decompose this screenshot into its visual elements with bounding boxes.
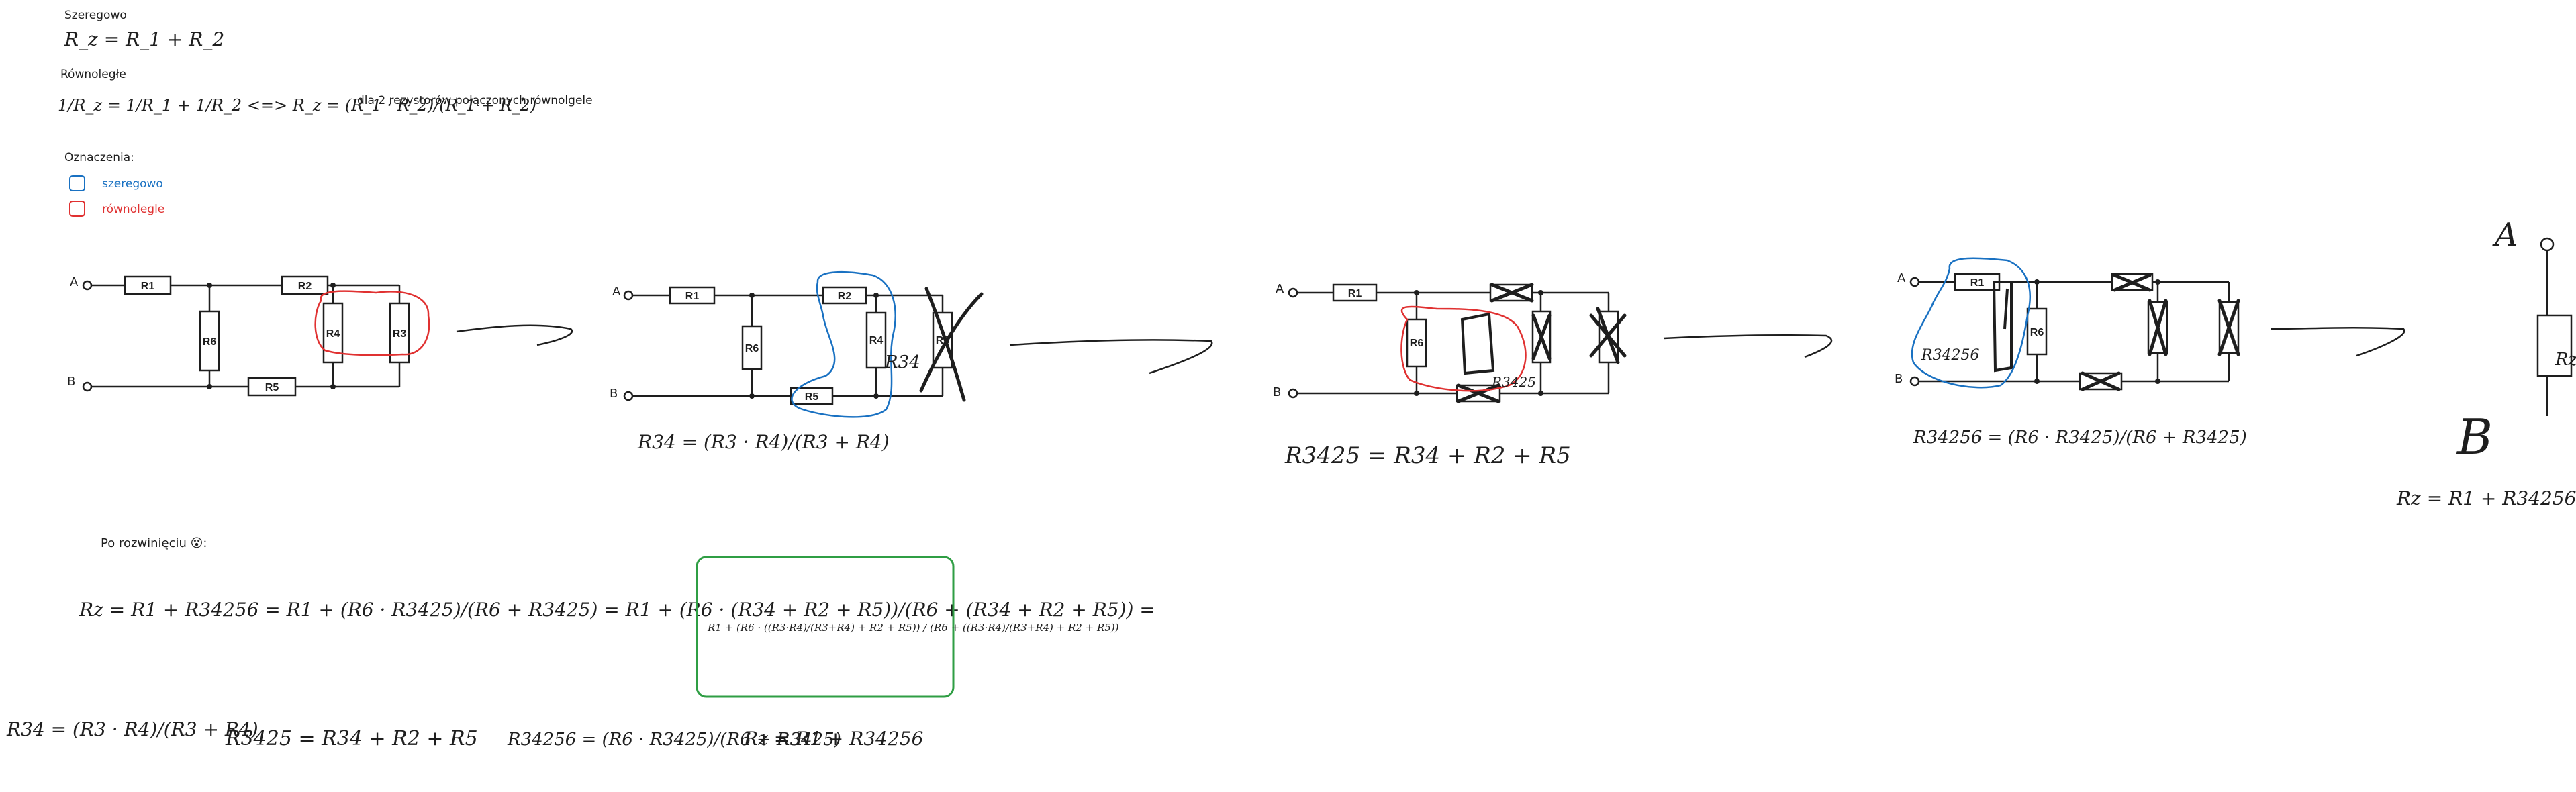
merged-resistor-r34256 (1992, 281, 2013, 373)
summary-r34256: R34256 = (R6 · R3425)/(R6 + R3425) (507, 730, 841, 750)
resistor-r5 (247, 377, 297, 397)
svg-text:R1: R1 (141, 281, 155, 292)
svg-text:R2: R2 (298, 281, 312, 292)
svg-text:B: B (610, 387, 618, 401)
svg-text:R2: R2 (838, 291, 852, 302)
step2-formula: R34 = (R3 · R4)/(R3 + R4) (637, 431, 890, 453)
terminal-b (82, 381, 93, 392)
svg-text:R34: R34 (884, 352, 920, 373)
result-box (696, 556, 955, 698)
parallel-note: dla 2 rezystorów połączonych równolgele (357, 94, 593, 107)
legend-title: Oznaczenia: (64, 151, 134, 164)
expansion-title: Po rozwinięciu 😵: (101, 536, 207, 550)
parallel-title: Równoległe (60, 68, 126, 81)
arrow-4 (2270, 326, 2405, 357)
resistor-r6 (199, 310, 220, 372)
svg-text:R6: R6 (2030, 327, 2044, 338)
series-title: Szeregowo (64, 9, 127, 22)
svg-text:R1: R1 (685, 291, 700, 302)
svg-text:A: A (2492, 216, 2518, 254)
series-mark-step4 (1911, 257, 2031, 389)
resistor-r2 (281, 275, 329, 295)
parallel-mark-r3-r4 (314, 290, 430, 356)
svg-text:B: B (1895, 372, 1903, 386)
legend-swatch-blue (69, 175, 85, 191)
summary-rz: Rz = R1 + R34256 (743, 728, 923, 750)
expansion-block: Po rozwinięciu 😵: Rz = R1 + R34256 = R1 … (79, 536, 1155, 698)
arrow-2 (1009, 339, 1213, 375)
summary-r3425: R3425 = R34 + R2 + R5 (225, 727, 478, 750)
parallel-formula: 1/R_z = 1/R_1 + 1/R_2 <=> R_z = (R_1 · R… (58, 96, 536, 115)
circuit-original[interactable]: A B R1 R2 R5 R6 R4 R3 (67, 275, 430, 397)
arrow-1 (456, 324, 573, 346)
terminal-a (82, 280, 93, 291)
svg-text:Rz: Rz (2555, 350, 2576, 370)
parallel-mark-step3 (1400, 305, 1527, 392)
notes-block: Szeregowo R_z = R_1 + R_2 Równoległe 1/R… (58, 9, 593, 217)
svg-text:A: A (1897, 271, 1906, 285)
svg-text:R4: R4 (869, 335, 884, 346)
arrow-3 (1663, 334, 1832, 358)
circuit-step3[interactable]: A B R1 R6 R3425 R3425 = R34 + R2 + R5 (1273, 282, 1627, 469)
series-mark-step2 (791, 270, 896, 418)
svg-text:R1: R1 (1348, 288, 1362, 299)
svg-text:R34256: R34256 (1921, 347, 1980, 364)
svg-text:R3425: R3425 (1491, 374, 1536, 390)
boxed-result: R1 + (R6 · ((R3·R4)/(R3+R4) + R2 + R5)) … (707, 622, 1119, 634)
svg-text:R5: R5 (265, 382, 279, 393)
svg-text:R6: R6 (1410, 338, 1424, 349)
terminal-a-label: A (70, 275, 79, 289)
svg-text:A: A (1276, 282, 1284, 296)
summary-r34: R34 = (R3 · R4)/(R3 + R4) (6, 718, 258, 740)
svg-text:R5: R5 (805, 391, 819, 403)
svg-text:R6: R6 (203, 336, 217, 348)
expansion-chain: Rz = R1 + R34256 = R1 + (R6 · R3425)/(R6… (79, 599, 1155, 621)
svg-text:R1: R1 (1970, 277, 1985, 289)
resistor-r3 (389, 302, 410, 364)
svg-text:B: B (1273, 385, 1281, 399)
terminal-b-label: B (67, 375, 75, 389)
circuit-final[interactable]: A Rz B Rz = R1 + R34256 (2396, 216, 2576, 509)
step3-formula: R3425 = R34 + R2 + R5 (1284, 442, 1571, 469)
legend-label-series: szeregowo (102, 177, 163, 191)
merged-resistor-r3425 (1460, 312, 1495, 375)
svg-text:A: A (612, 285, 621, 299)
circuit-step2[interactable]: A B R1 R2 R5 R6 R4 R3 R34 R34 = (R3 · R4… (610, 270, 984, 453)
svg-text:B: B (2456, 409, 2493, 465)
step4-formula: R34256 = (R6 · R3425)/(R6 + R3425) (1913, 428, 2247, 448)
resistor-r1 (124, 275, 172, 295)
summary-formulas: R34 = (R3 · R4)/(R3 + R4) R3425 = R34 + … (6, 718, 923, 750)
svg-text:R6: R6 (745, 343, 759, 354)
legend-swatch-red (69, 201, 85, 217)
step5-formula: Rz = R1 + R34256 (2396, 487, 2576, 509)
svg-text:R4: R4 (326, 328, 340, 340)
legend-label-parallel: równolegle (102, 203, 164, 216)
series-formula: R_z = R_1 + R_2 (64, 28, 224, 50)
svg-text:R3: R3 (393, 328, 407, 340)
cross-out-r3 (919, 287, 984, 402)
cross-outs (1456, 283, 1552, 403)
circuit-step4[interactable]: A B R1 R6 R34256 R34256 = (R6 · R3425)/(… (1895, 257, 2247, 448)
